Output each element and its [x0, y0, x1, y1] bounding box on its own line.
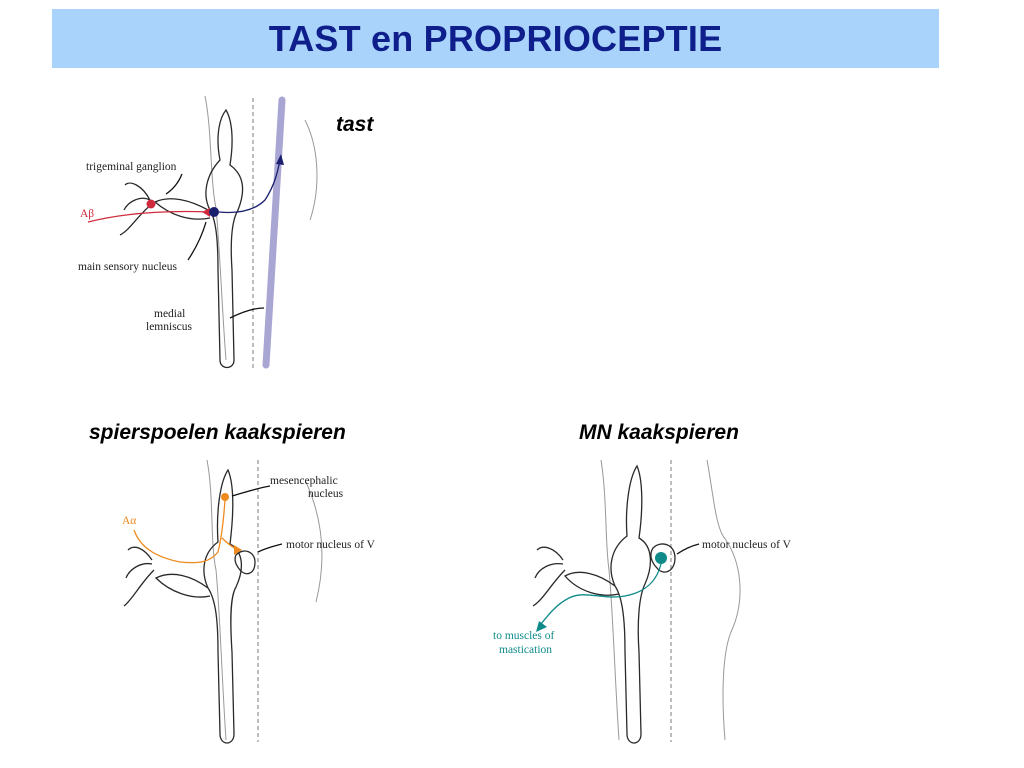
a-alpha-fiber: [133, 499, 226, 564]
label-trigeminal-ganglion: trigeminal ganglion: [86, 161, 177, 173]
heading-touch: tast: [336, 113, 374, 136]
motor-nucleus-pointer: [676, 543, 700, 555]
brainstem-outline-right: [706, 459, 741, 741]
mesencephalic-pointer: [231, 485, 271, 497]
page-title: TAST en PROPRIOCEPTIE: [268, 17, 723, 59]
medial-lemniscus-tract: [262, 96, 286, 369]
ganglion-cell-body: [146, 199, 156, 209]
nucleus-pointer: [187, 221, 207, 261]
fiber-terminal: [202, 208, 210, 217]
trigeminal-nucleus-column: [203, 468, 242, 744]
label-motor-nucleus-v: motor nucleus of V: [286, 539, 376, 551]
brainstem-outline: [206, 459, 227, 741]
brainstem-outline: [600, 459, 620, 741]
brainstem-outline-right: [304, 119, 318, 221]
trigeminal-ganglion-branches: [123, 546, 211, 607]
label-a-alpha: Aα: [122, 515, 136, 527]
label-mastication: mastication: [499, 644, 552, 656]
label-to-muscles-of: to muscles of: [493, 630, 554, 642]
label-lemniscus: lemniscus: [146, 321, 193, 333]
label-main-sensory-nucleus: main sensory nucleus: [78, 261, 178, 273]
title-banner: TAST en PROPRIOCEPTIE: [52, 9, 939, 68]
muscle-spindle-diagram: mesencephalic nucleus Aα motor nucleus o…: [122, 459, 376, 744]
ganglion-pointer: [165, 173, 183, 195]
label-motor-nucleus-v: motor nucleus of V: [702, 539, 792, 551]
label-mesencephalic: mesencephalic: [270, 475, 338, 487]
motor-axon: [540, 563, 662, 625]
label-nucleus: nucleus: [308, 488, 344, 500]
heading-muscle-spindles: spierspoelen kaakspieren: [89, 421, 346, 444]
label-a-beta: Aβ: [80, 208, 94, 220]
heading-motor-neurons: MN kaakspieren: [579, 421, 739, 444]
mesencephalic-cell-body: [221, 493, 229, 501]
motor-nucleus-v: [650, 543, 676, 573]
motor-axon-arrowhead: [536, 621, 547, 632]
brainstem-outline-right: [305, 481, 323, 603]
label-medial: medial: [154, 308, 185, 320]
lemniscus-pointer: [229, 307, 265, 319]
motor-neuron-diagram: motor nucleus of V to muscles of mastica…: [493, 459, 792, 744]
motor-nucleus-v: [234, 550, 256, 575]
second-order-axon: [218, 159, 281, 214]
motor-nucleus-pointer: [257, 543, 283, 553]
motor-neuron-cell-body: [655, 552, 667, 564]
main-sensory-nucleus-neuron: [209, 207, 219, 217]
collateral-terminal: [234, 545, 242, 555]
trigeminal-ganglion-branches: [532, 546, 620, 607]
trigeminal-ganglion-branches: [119, 182, 211, 236]
a-beta-fiber: [87, 210, 211, 223]
axon-arrowhead: [276, 154, 284, 165]
touch-pathway-diagram: trigeminal ganglion Aβ main sensory nucl…: [78, 95, 318, 370]
